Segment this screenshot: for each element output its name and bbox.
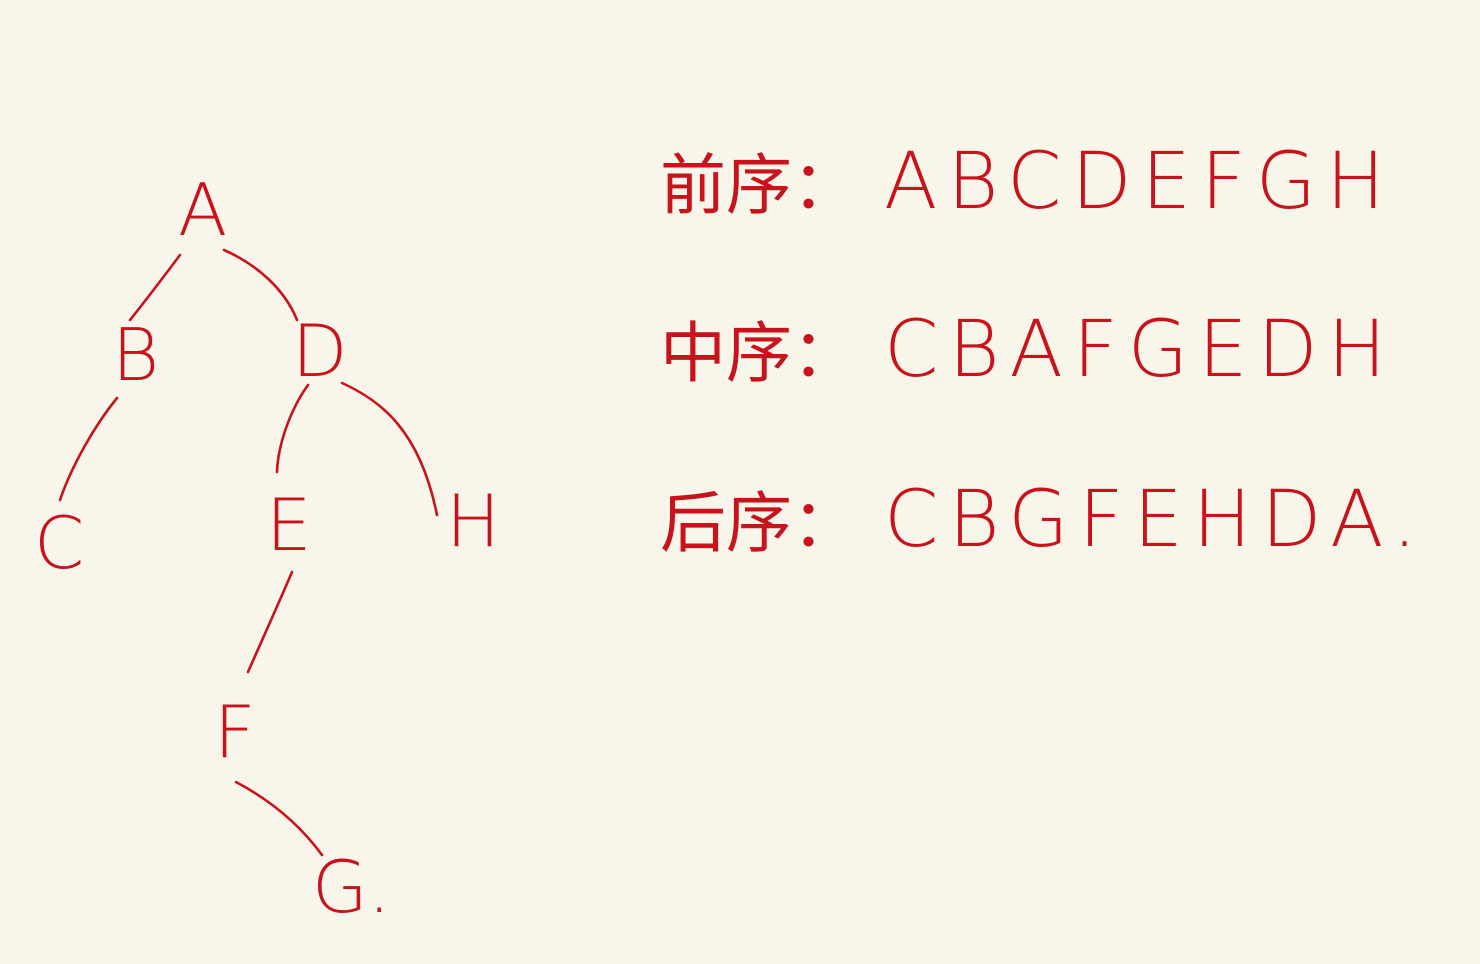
edge-D-E [275,383,310,474]
tree-node-E: E [266,483,312,567]
inorder-row: 中序： CBAFGEDH [660,300,1396,396]
preorder-sequence: ABCDEFGH [884,137,1395,227]
tree-node-A: A [178,168,227,252]
tree-node-D: D [292,309,347,393]
edge-D-H [340,381,439,517]
tree-node-G: G. [312,845,391,929]
edge-F-G [234,780,324,857]
tree-node-F: F [214,690,255,774]
edge-B-C [58,396,119,502]
inorder-sequence: CBAFGEDH [884,305,1397,395]
preorder-label: 前序： [660,147,858,224]
edge-A-D [222,248,299,322]
postorder-row: 后序： CBGFEHDA. [660,470,1427,566]
tree-node-C: C [34,501,84,585]
edge-E-F [246,570,294,674]
edge-A-B [128,253,182,322]
inorder-label: 中序： [660,315,858,392]
tree-nodes: A B D C E H F G. [34,168,500,929]
tree-edges [58,248,439,857]
postorder-label: 后序： [660,485,858,562]
postorder-sequence: CBGFEHDA. [884,475,1427,565]
preorder-row: 前序： ABCDEFGH [660,132,1395,228]
tree-node-H: H [446,479,500,563]
tree-node-B: B [112,313,159,397]
